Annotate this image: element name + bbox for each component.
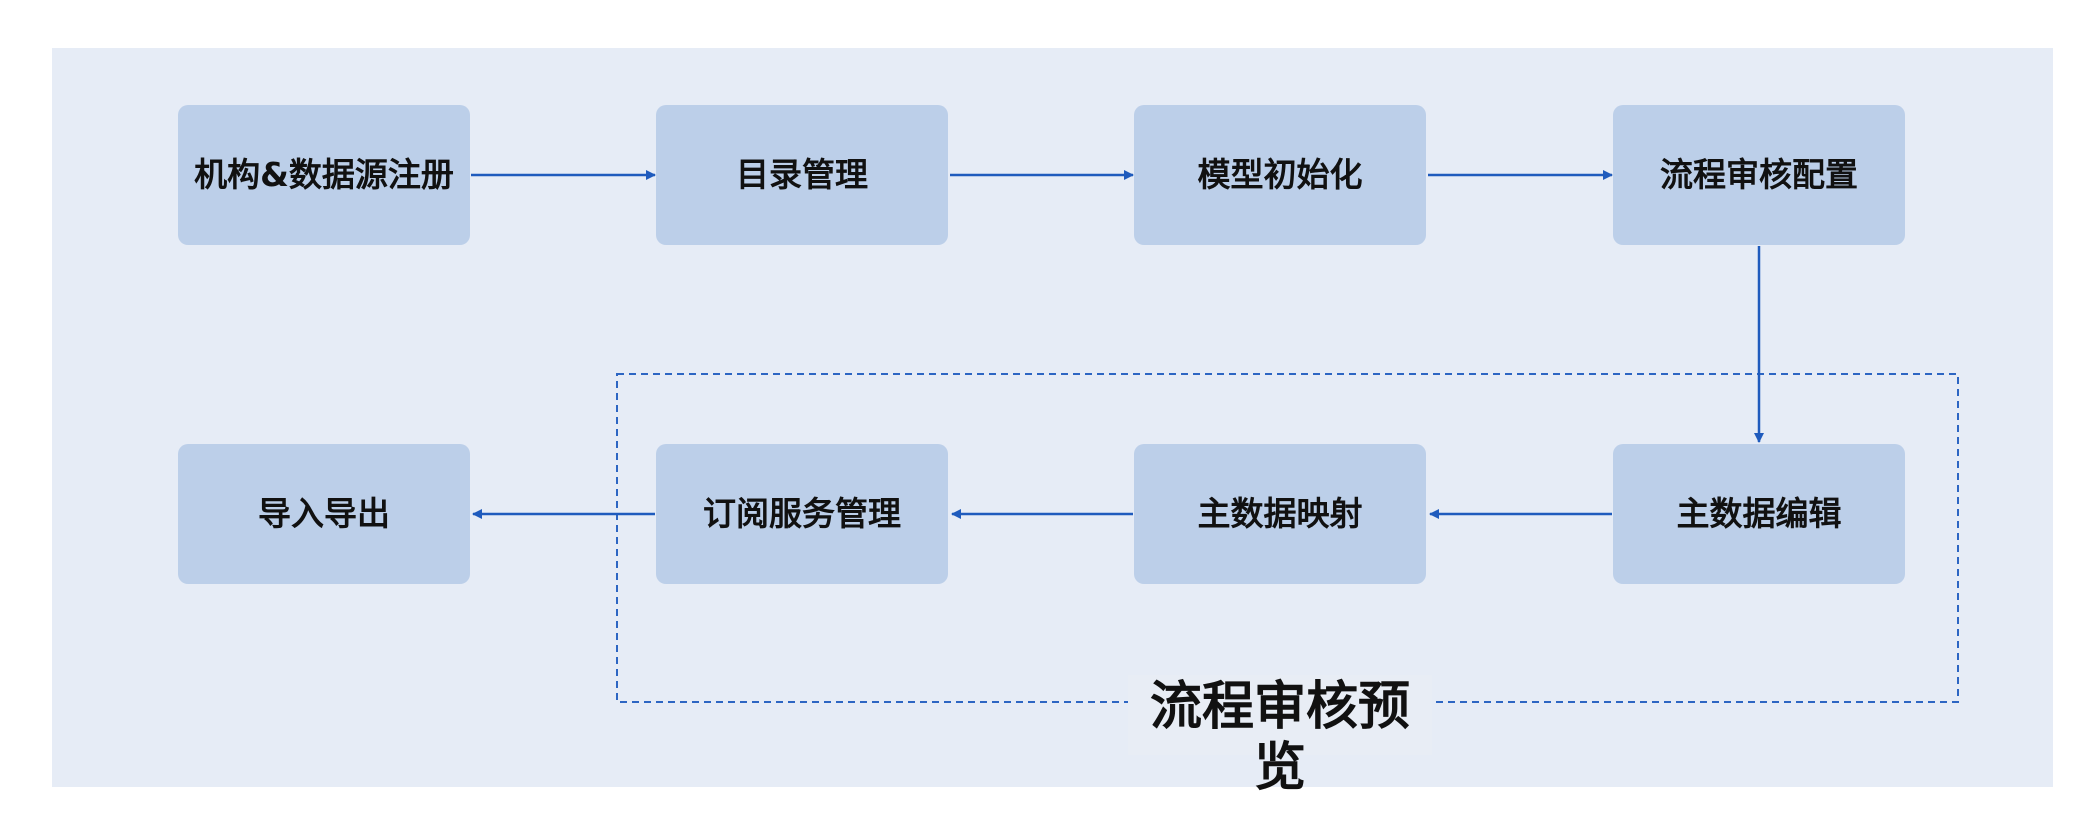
node-model-init: 模型初始化 (1134, 105, 1426, 245)
review-group-border (616, 373, 1959, 703)
node-mapping-label: 主数据映射 (1197, 493, 1363, 533)
node-editing-label: 主数据编辑 (1676, 493, 1842, 533)
node-model-init-label: 模型初始化 (1197, 154, 1363, 194)
node-process-config-label: 流程审核配置 (1660, 154, 1858, 194)
node-import-export-label: 导入导出 (258, 493, 390, 533)
node-process-config: 流程审核配置 (1613, 105, 1905, 245)
node-catalog: 目录管理 (656, 105, 948, 245)
node-import-export: 导入导出 (178, 444, 470, 584)
node-subscription-label: 订阅服务管理 (703, 493, 901, 533)
node-register-label: 机构&数据源注册 (194, 154, 454, 194)
node-mapping: 主数据映射 (1134, 444, 1426, 584)
review-group-label: 流程审核预览 (1149, 677, 1410, 799)
node-editing: 主数据编辑 (1613, 444, 1905, 584)
review-group-label-bg (1128, 675, 1432, 755)
node-subscription: 订阅服务管理 (656, 444, 948, 584)
node-register: 机构&数据源注册 (178, 105, 470, 245)
node-catalog-label: 目录管理 (736, 154, 868, 194)
